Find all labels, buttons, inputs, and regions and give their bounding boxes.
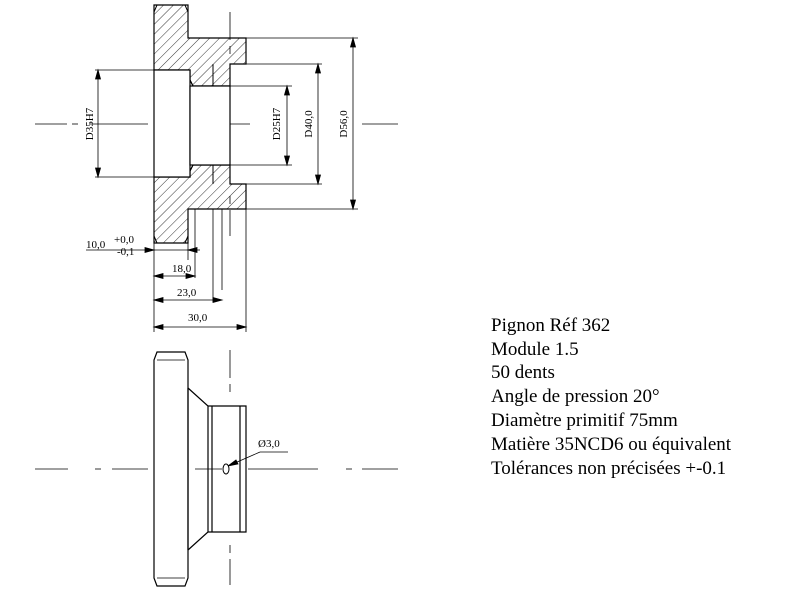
- dim-d56-label: D56,0: [338, 110, 350, 138]
- dim-d25-label: D25H7: [271, 107, 283, 140]
- dim-d40-label: D40,0: [303, 110, 315, 138]
- dim-23: [152, 296, 224, 304]
- dim-d35-label: D35H7: [84, 107, 96, 140]
- note-material: Matière 35NCD6 ou équivalent: [491, 434, 732, 455]
- dim-d35: [94, 68, 154, 179]
- dim-30-label: 30,0: [188, 312, 208, 324]
- note-pressure-angle: Angle de pression 20°: [491, 386, 660, 407]
- dim-18: [152, 272, 197, 280]
- bore-outlines: [153, 69, 231, 178]
- section-view: D35H7 D25H7 D40,0 D56,0: [35, 4, 398, 332]
- dim-10-label: 10,0: [86, 239, 106, 251]
- dim-hole-leader: [227, 451, 288, 467]
- extension-lines: [153, 209, 247, 332]
- dim-d40: [246, 62, 322, 186]
- tooth-tips: [153, 4, 189, 244]
- note-module: Module 1.5: [491, 339, 579, 360]
- dim-hole-label: Ø3,0: [258, 438, 280, 450]
- note-reference: Pignon Réf 362: [491, 315, 610, 336]
- dim-10-tol-lower: -0,1: [117, 246, 134, 258]
- dim-10-tol-upper: +0,0: [114, 234, 134, 246]
- dim-30: [152, 323, 248, 331]
- dim-d56: [246, 36, 358, 211]
- dim-23-label: 23,0: [177, 287, 197, 299]
- dim-d25: [230, 84, 292, 167]
- notes-block: Pignon Réf 362 Module 1.5 50 dents Angle…: [491, 315, 732, 479]
- note-tolerances: Tolérances non précisées +-0.1: [491, 458, 726, 479]
- dim-18-label: 18,0: [172, 263, 192, 275]
- note-pitch-diameter: Diamètre primitif 75mm: [491, 410, 678, 431]
- dim-10: [86, 246, 200, 254]
- side-outline: [153, 351, 247, 587]
- groove-lines: [189, 63, 246, 185]
- pin-hole: [222, 463, 230, 475]
- side-view: Ø3,0: [35, 350, 398, 587]
- note-teeth: 50 dents: [491, 362, 555, 383]
